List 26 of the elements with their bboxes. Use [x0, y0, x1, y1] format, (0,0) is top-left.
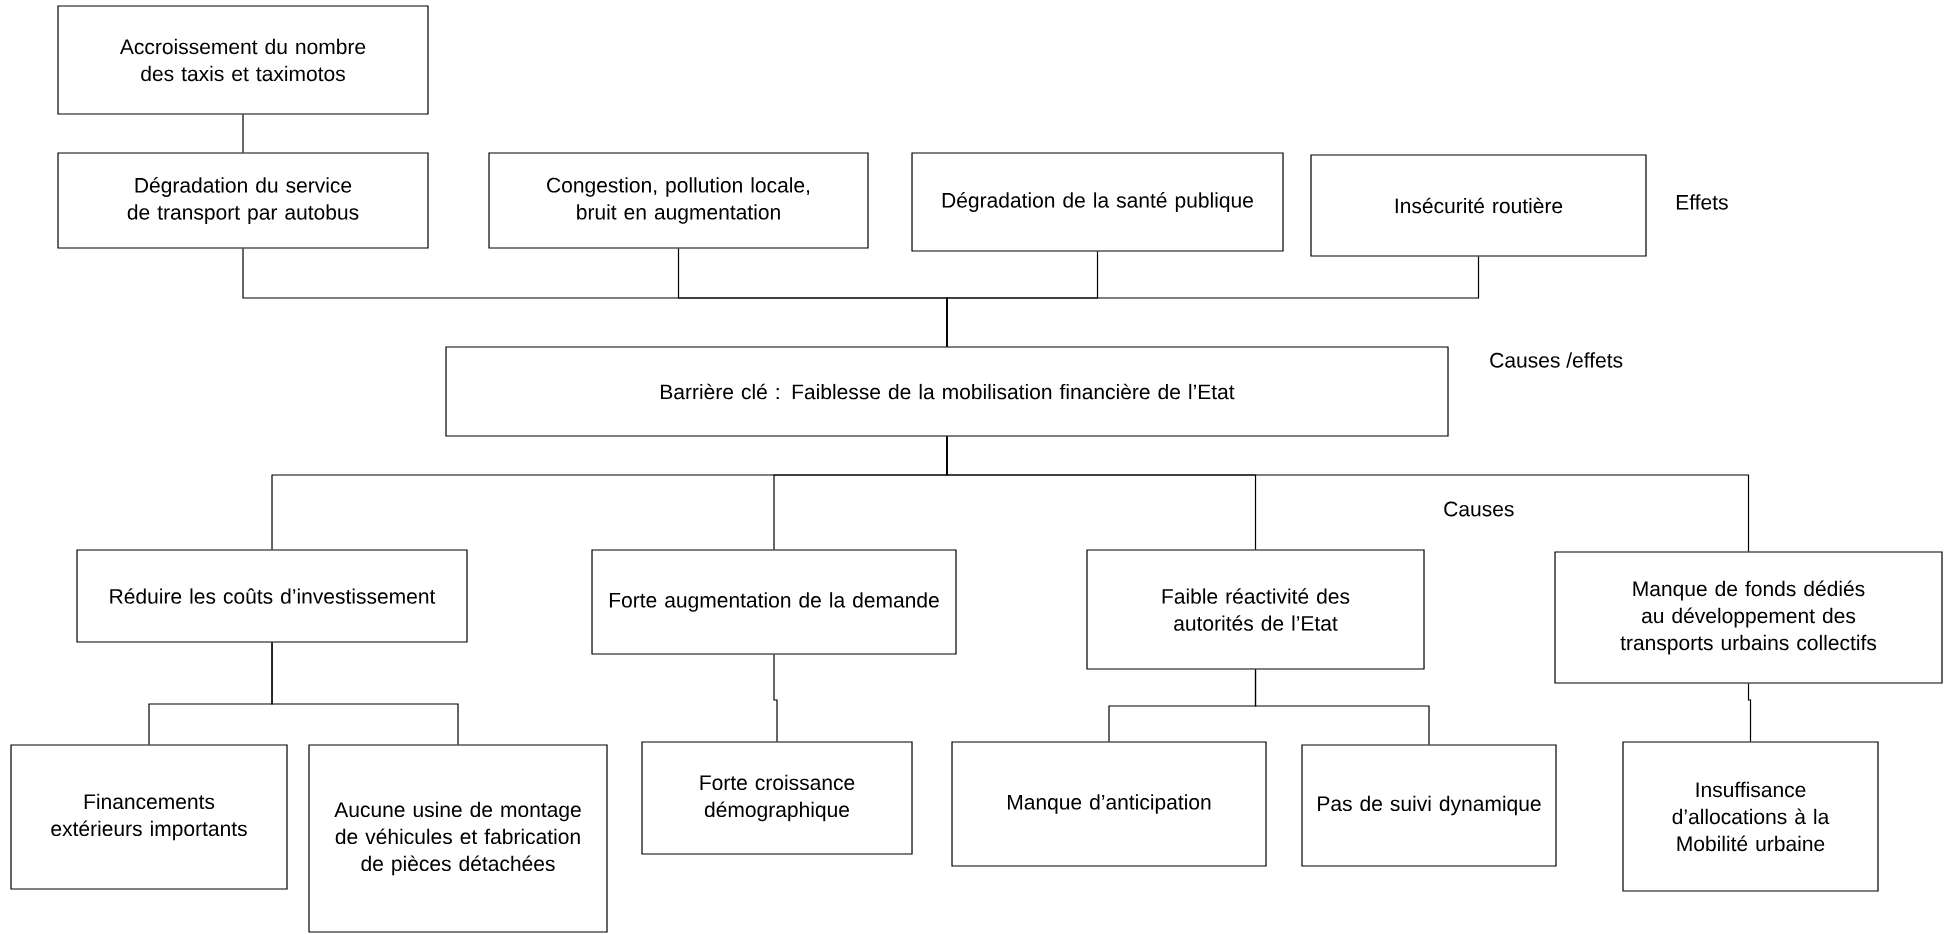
box: Pas de suivi dynamique — [1301, 744, 1557, 867]
level-label: Causes /effets — [1490, 352, 1623, 368]
connector-line — [1747, 683, 1752, 742]
connector-line — [946, 256, 1480, 347]
box: Dégradation du service de transport par autobus — [57, 152, 429, 249]
connector-line — [271, 642, 459, 745]
box: Aucune usine de montage de véhicules et fabrication de pièces détachées — [308, 744, 608, 933]
box: Insécurité routière — [1310, 154, 1647, 257]
connector-line — [242, 114, 244, 153]
level-label: Effets — [1676, 194, 1728, 210]
box: Congestion, pollution locale, bruit en augmentation — [488, 152, 869, 249]
box: Manque de fonds dédiés au développement des transports urbains collectifs — [1554, 551, 1943, 684]
box: Manque d’anticipation — [951, 741, 1267, 867]
connector-line — [773, 654, 778, 742]
box: Barrière clé : Faiblesse de la mobilisation financière de l’Etat — [445, 346, 1449, 437]
connector-line — [1254, 669, 1430, 745]
box: Forte croissance démographique — [641, 741, 913, 855]
box: Réduire les coûts d’investissement — [76, 549, 468, 643]
box: Insuffisance d’allocations à la Mobilité urbaine — [1622, 741, 1879, 892]
connector-line — [946, 436, 1750, 552]
level-label: Causes — [1444, 501, 1514, 517]
box: Accroissement du nombre des taxis et taximotos — [57, 5, 429, 115]
box: Financements extérieurs importants — [10, 744, 288, 890]
box: Forte augmentation de la demande — [591, 549, 957, 655]
box: Faible réactivité des autorités de l’Etat — [1086, 549, 1425, 670]
box: Dégradation de la santé publique — [911, 152, 1284, 252]
